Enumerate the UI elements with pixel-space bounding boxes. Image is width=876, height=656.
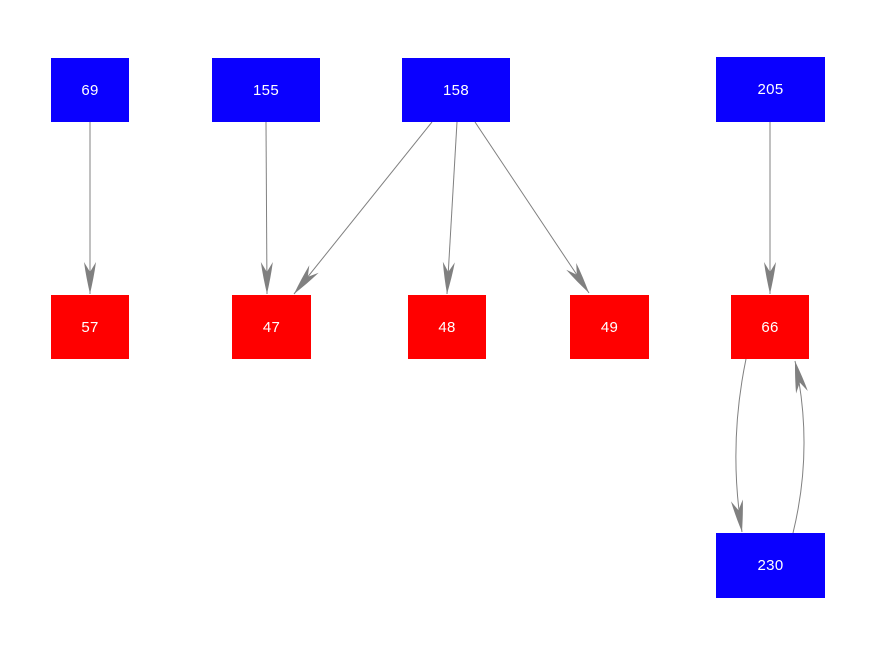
node-label: 57 — [81, 318, 99, 336]
arrowhead-158-48 — [442, 261, 455, 294]
node-label: 49 — [600, 318, 619, 336]
graph-node-57: 57 — [51, 295, 129, 359]
graph-node-205: 205 — [716, 57, 825, 122]
node-label: 66 — [761, 318, 779, 336]
node-label: 69 — [81, 81, 99, 99]
graph-node-155: 155 — [212, 58, 320, 122]
arrowhead-158-49 — [566, 263, 589, 293]
node-label: 158 — [443, 81, 469, 99]
graph-node-47: 47 — [232, 295, 311, 359]
node-label: 47 — [262, 318, 281, 336]
arrowhead-158-47 — [294, 265, 319, 294]
arrowhead-230-66 — [794, 361, 808, 394]
arrowhead-66-230 — [730, 499, 743, 532]
graph-node-48: 48 — [408, 295, 486, 359]
edge-158-49 — [474, 121, 590, 294]
graph-node-158: 158 — [402, 58, 510, 122]
edge-158-47 — [293, 121, 433, 295]
edge-230-66 — [792, 360, 805, 534]
graph-node-49: 49 — [570, 295, 649, 359]
edge-155-47 — [265, 121, 268, 295]
node-label: 230 — [757, 557, 784, 574]
edge-158-48 — [446, 121, 458, 295]
graph-node-230: 230 — [716, 533, 825, 598]
node-label: 205 — [757, 81, 784, 98]
node-label: 48 — [438, 318, 456, 336]
arrowhead-69-57 — [84, 262, 96, 294]
graph-node-66: 66 — [731, 295, 809, 359]
node-label: 155 — [253, 81, 279, 99]
graph-node-69: 69 — [51, 58, 129, 122]
arrowhead-155-47 — [260, 261, 273, 294]
arrowhead-205-66 — [764, 262, 776, 294]
